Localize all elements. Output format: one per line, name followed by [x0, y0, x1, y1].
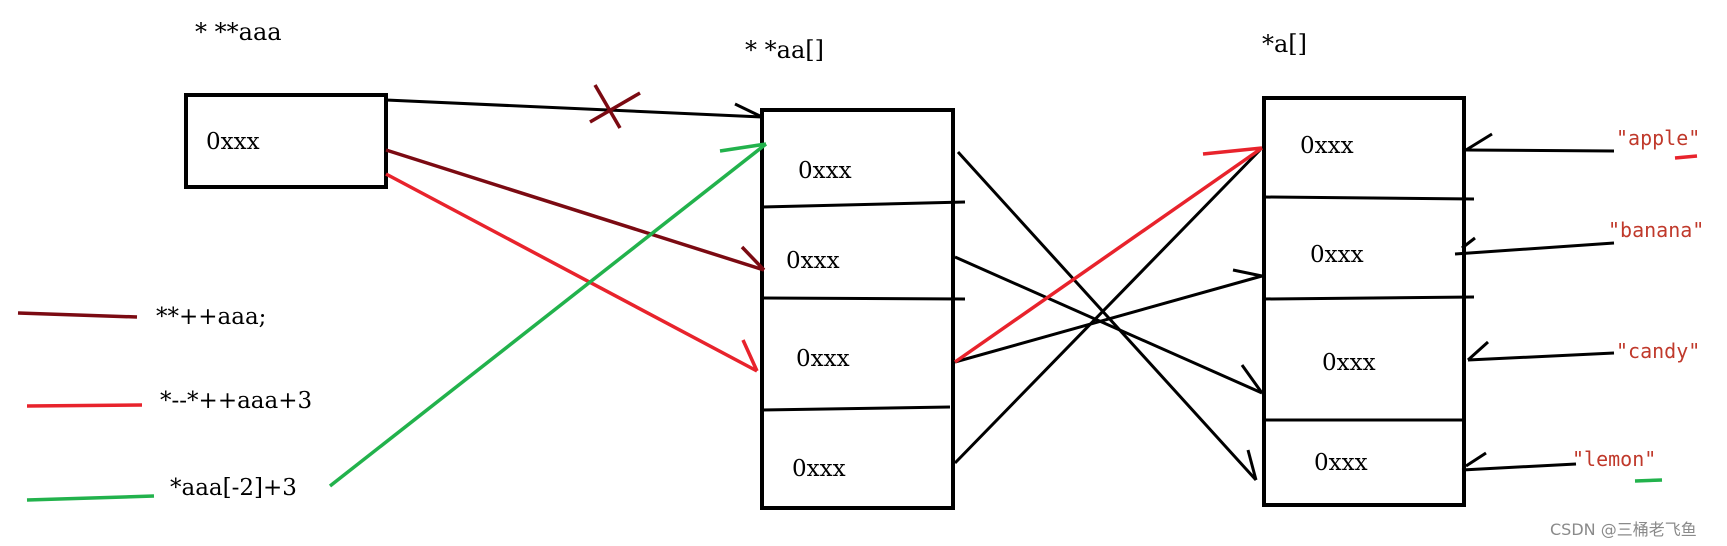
- label-a: *a[]: [1262, 30, 1307, 58]
- legend: **++aaa; *--*++aaa+3 *aaa[-2]+3: [17, 304, 312, 502]
- aa-to-a-pointer-lines: [953, 148, 1264, 482]
- aa-cell-0: 0xxx: [798, 158, 852, 184]
- aaa-box: [184, 93, 388, 189]
- aa-divider-3: [761, 405, 951, 412]
- aa-divider-2: [761, 296, 966, 301]
- dark-red-arrow-aaa-to-aa1: [385, 148, 766, 272]
- aaa-cell-value: 0xxx: [206, 129, 260, 155]
- aa-cell-1: 0xxx: [786, 248, 840, 274]
- string-banana: "banana": [1608, 218, 1704, 242]
- aa-cell-2: 0xxx: [796, 346, 850, 372]
- a-divider-1: [1263, 195, 1475, 201]
- lemon-underline-mark: [1634, 478, 1663, 483]
- legend-label-2: *aaa[-2]+3: [170, 475, 297, 501]
- watermark: CSDN @三桶老飞鱼: [1550, 520, 1697, 539]
- legend-label-0: **++aaa;: [156, 304, 266, 330]
- legend-swatch-dark-red: [17, 311, 138, 319]
- string-lemon: "lemon": [1572, 447, 1656, 471]
- string-apple: "apple": [1616, 126, 1700, 150]
- a-cell-3: 0xxx: [1314, 450, 1368, 476]
- a-cell-1: 0xxx: [1310, 242, 1364, 268]
- a-divider-2: [1263, 295, 1475, 301]
- a-array-box: [1262, 96, 1466, 507]
- label-aa: * *aa[]: [745, 36, 824, 64]
- aa-cell-3: 0xxx: [792, 456, 846, 482]
- apple-underline-mark: [1674, 154, 1698, 160]
- a-cell-0: 0xxx: [1300, 133, 1354, 159]
- a-cell-2: 0xxx: [1322, 350, 1376, 376]
- aaa-to-aa-arrow-crossed: [385, 84, 763, 129]
- legend-label-1: *--*++aaa+3: [160, 388, 312, 414]
- string-candy: "candy": [1616, 339, 1700, 363]
- string-pointer-arrows: [1454, 132, 1615, 472]
- legend-swatch-red: [26, 403, 143, 408]
- legend-swatch-green: [26, 494, 155, 502]
- label-aaa: * **aaa: [195, 18, 282, 46]
- green-arrow-to-aa0: [328, 142, 768, 488]
- red-arrow-aaa-to-aa2: [385, 172, 759, 373]
- aa-array-box: [760, 108, 955, 510]
- red-arrow-aa2-to-a0: [953, 146, 1264, 364]
- aa-divider-1: [761, 200, 966, 209]
